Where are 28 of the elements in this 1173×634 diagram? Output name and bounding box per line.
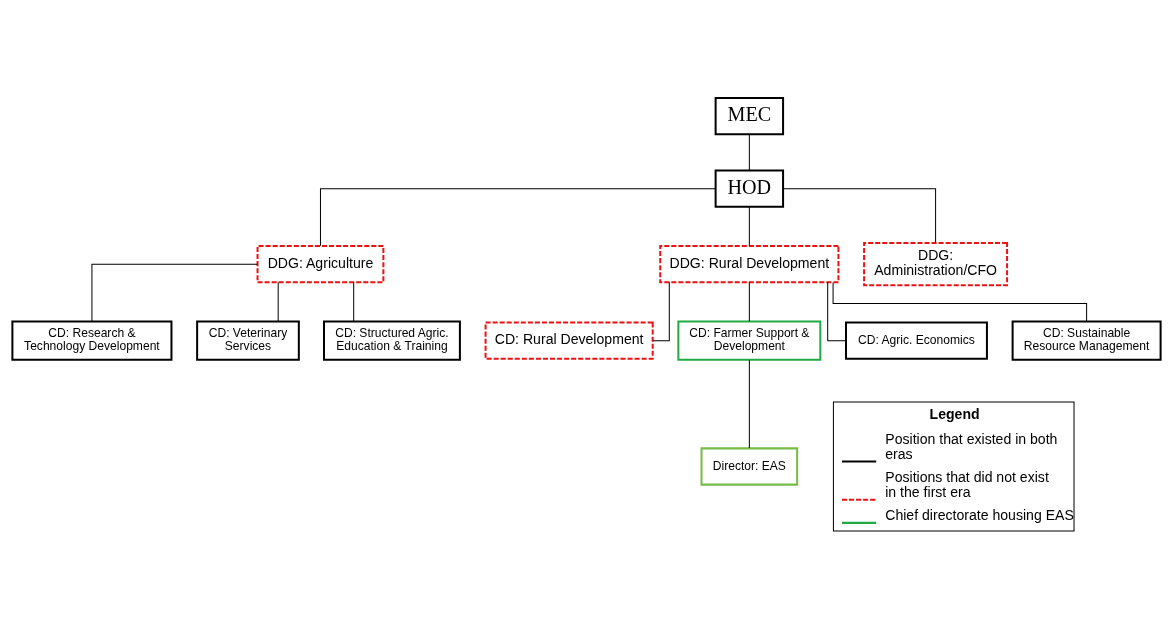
connector	[782, 187, 937, 243]
connector	[748, 205, 750, 246]
node-box: CD: Structured Agric. Education & Training	[323, 320, 461, 361]
legend-label: Chief directorate housing EAS	[885, 506, 1074, 523]
connector	[748, 359, 750, 449]
node-box: Director: EAS	[700, 446, 799, 486]
connector	[827, 281, 847, 341]
legend-label: Position that existed in both eras	[885, 430, 1058, 462]
node-box: MEC	[714, 96, 785, 135]
node-box: CD: Rural Development	[484, 321, 654, 360]
node-box: HOD	[714, 169, 785, 208]
connector	[319, 187, 716, 246]
node-box: CD: Research & Technology Development	[11, 320, 173, 361]
connector	[353, 281, 355, 322]
node-box: DDG: Agriculture	[256, 244, 385, 283]
connector	[748, 133, 750, 171]
connector	[748, 281, 750, 322]
connector	[277, 281, 279, 322]
legend-label: Positions that did not exist in the first era	[885, 468, 1049, 500]
connector	[91, 263, 258, 322]
node-box: CD: Farmer Support & Development	[677, 320, 822, 361]
label: Legend	[929, 405, 980, 422]
node-box: CD: Veterinary Services	[196, 320, 300, 361]
connector	[832, 281, 1088, 322]
node-box: DDG: Rural Development	[659, 244, 840, 283]
node-box: DDG: Administration/CFO	[863, 241, 1009, 286]
node-box: CD: Sustainable Resource Management	[1011, 320, 1162, 361]
node-box: CD: Agric. Economics	[845, 321, 988, 360]
